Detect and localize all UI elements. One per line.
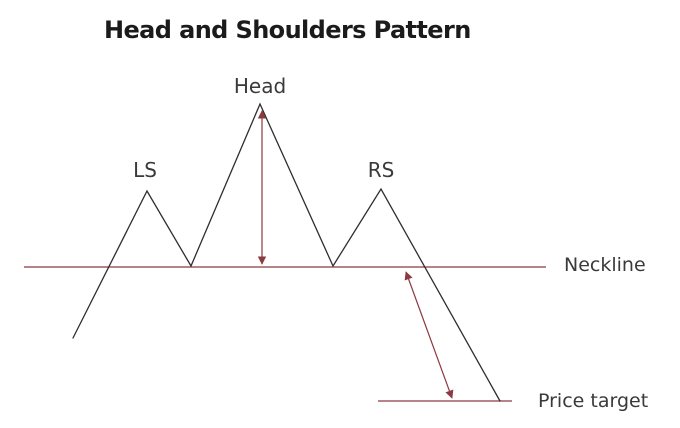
target-projection-arrow (404, 271, 454, 399)
price-target-label: Price target (538, 390, 648, 412)
head-label: Head (234, 74, 286, 98)
price-path (72, 102, 501, 402)
neckline-label: Neckline (564, 254, 646, 276)
left-shoulder-label: LS (133, 158, 157, 182)
right-shoulder-label: RS (368, 158, 395, 182)
diagram-title: Head and Shoulders Pattern (104, 16, 471, 44)
